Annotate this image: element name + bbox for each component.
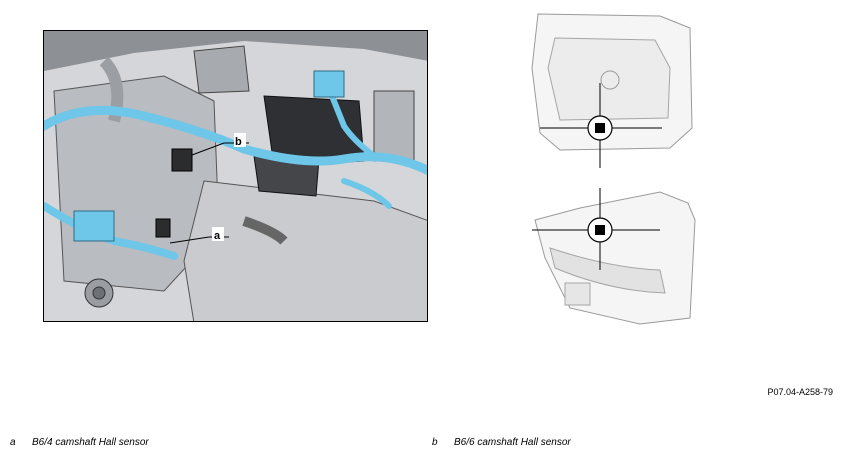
- pulley-hub: [92, 286, 106, 300]
- engine-drawing: b a: [44, 31, 427, 321]
- legend-text-a: B6/4 camshaft Hall sensor: [32, 437, 149, 448]
- callout-label-b: b: [235, 136, 242, 148]
- intake-manifold: [183, 180, 427, 321]
- top-target-marker: [595, 123, 605, 133]
- side-view-manifold: [549, 247, 666, 294]
- top-view-cover: [547, 37, 671, 121]
- orientation-views: [520, 8, 710, 338]
- orientation-drawing: [531, 13, 696, 325]
- side-target-marker: [595, 225, 605, 235]
- callout-b-bg: [234, 133, 246, 147]
- legend-key-b: b: [432, 437, 438, 448]
- legend-key-a: a: [10, 437, 16, 448]
- figure-reference: P07.04-A258-79: [767, 387, 833, 397]
- hood-edge: [44, 31, 427, 71]
- hose: [242, 216, 288, 245]
- sensor-b6-6: [171, 148, 193, 172]
- engine-illustration: b a: [43, 30, 428, 322]
- callout-label-a: a: [214, 230, 221, 242]
- callout-line-a: [169, 236, 210, 244]
- wiring-branch: [321, 73, 377, 159]
- legend-text-b: B6/6 camshaft Hall sensor: [454, 437, 571, 448]
- sensor-b6-4: [155, 218, 171, 238]
- wiring-branch-right: [341, 178, 392, 209]
- side-component: [373, 90, 415, 162]
- wiring-harness: [44, 105, 427, 176]
- top-view-logo: [600, 70, 620, 90]
- callout-line-b: [191, 142, 225, 156]
- connector-left: [73, 210, 115, 242]
- filter-housing: [193, 45, 250, 94]
- callout-a-bg: [212, 227, 224, 241]
- connector-top: [313, 70, 345, 98]
- side-view-component: [564, 282, 591, 306]
